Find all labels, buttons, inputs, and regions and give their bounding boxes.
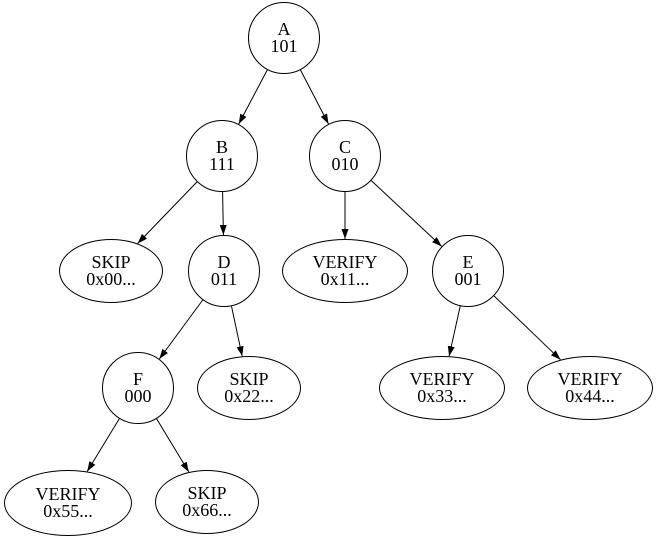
node-C-label-line-0: C [338, 137, 351, 157]
edge-B-SKIP00 [137, 181, 198, 244]
edge-A-B [238, 69, 268, 125]
edge-F-SKIP66 [156, 418, 190, 473]
node-SKIP66-label-line-1: 0x66... [182, 500, 232, 520]
edge-F-VERIFY55 [86, 418, 120, 472]
node-VERIFY44-label-line-1: 0x44... [565, 386, 615, 406]
node-VERIFY55-label-line-0: VERIFY [35, 484, 101, 504]
node-VERIFY33-label-line-0: VERIFY [409, 369, 475, 389]
node-SKIP00-label-line-1: 0x00... [86, 269, 136, 289]
node-VERIFY11-label-line-1: 0x11... [320, 269, 370, 289]
node-F-label-line-0: F [132, 369, 143, 389]
node-SKIP66-label-line-0: SKIP [187, 483, 227, 503]
node-E-label-line-1: 001 [454, 269, 482, 289]
edge-E-VERIFY44 [493, 295, 561, 361]
node-VERIFY11-label-line-0: VERIFY [312, 252, 378, 272]
node-SKIP00-label-line-0: SKIP [91, 252, 131, 272]
node-F-label-line-1: 000 [124, 386, 152, 406]
edge-B-D [219, 191, 227, 236]
node-E-label-line-0: E [462, 252, 474, 272]
node-C-label-line-1: 010 [331, 154, 359, 174]
edge-A-C [300, 69, 329, 125]
edge-E-VERIFY33 [447, 305, 461, 357]
edge-D-SKIP22 [231, 306, 244, 357]
node-VERIFY33-label-line-1: 0x33... [417, 386, 467, 406]
node-B-label-line-0: B [215, 137, 228, 157]
node-A-label-line-1: 101 [270, 36, 298, 56]
node-D-label-line-1: 011 [210, 269, 238, 289]
edge-C-E [370, 180, 443, 247]
node-B-label-line-1: 111 [209, 154, 235, 174]
node-VERIFY55-label-line-1: 0x55... [43, 501, 93, 521]
node-A-label-line-0: A [277, 19, 291, 39]
node-SKIP22-label-line-1: 0x22... [224, 386, 274, 406]
edge-D-F [158, 299, 204, 360]
node-D-label-line-0: D [217, 252, 231, 272]
node-VERIFY44-label-line-0: VERIFY [557, 369, 623, 389]
node-SKIP22-label-line-0: SKIP [229, 369, 269, 389]
